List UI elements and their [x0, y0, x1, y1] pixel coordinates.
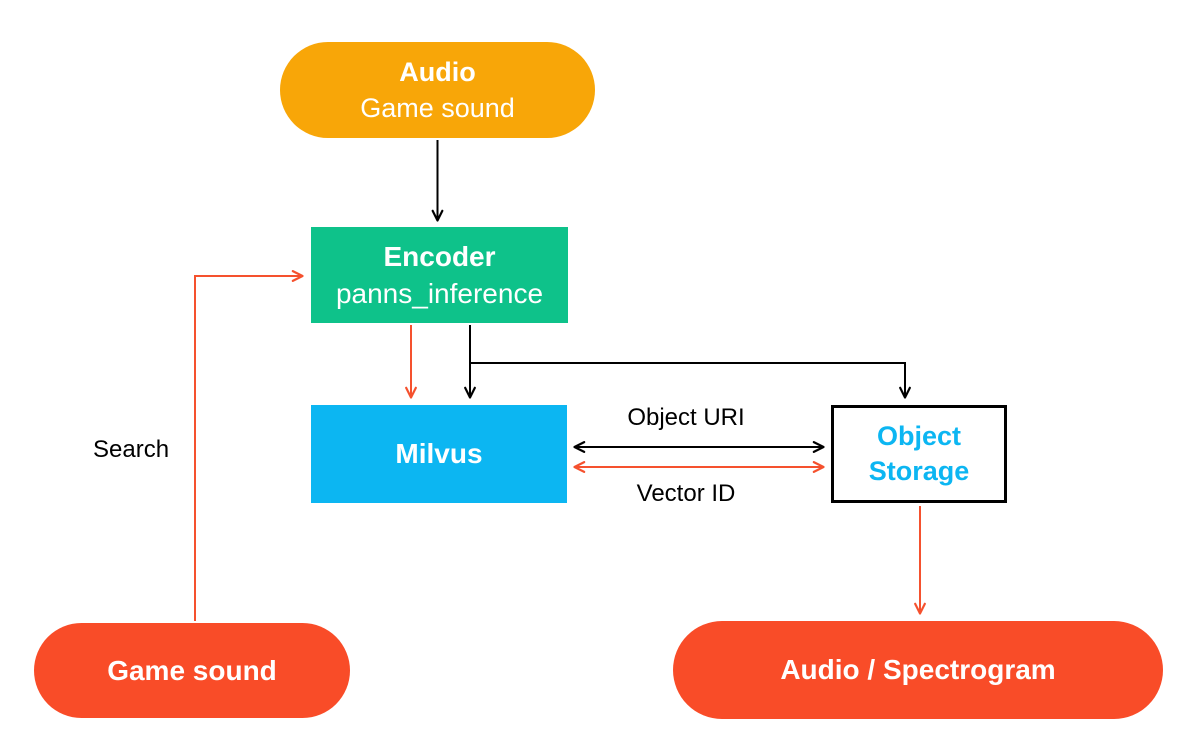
node-audio: Audio Game sound — [280, 42, 595, 138]
arrow-encoder-to-objectstorage — [470, 362, 911, 399]
node-object-storage-title: Object Storage — [868, 421, 970, 486]
arrow-search-gamesound-to-encoder — [194, 270, 304, 621]
node-audio-spectrogram: Audio / Spectrogram — [673, 621, 1163, 719]
node-milvus-title: Milvus — [395, 438, 483, 469]
node-game-sound: Game sound — [34, 623, 350, 718]
node-audio-subtitle: Game sound — [360, 93, 515, 123]
node-encoder: Encoder panns_inference — [311, 227, 568, 323]
node-object-storage: Object Storage — [831, 405, 1007, 503]
node-game-sound-title: Game sound — [107, 654, 277, 686]
node-encoder-title: Encoder — [383, 241, 496, 272]
node-milvus: Milvus — [311, 405, 567, 503]
edge-label-search: Search — [93, 436, 170, 463]
edge-label-vector-id: Vector ID — [636, 480, 736, 507]
node-audio-title: Audio — [399, 57, 476, 87]
node-encoder-subtitle: panns_inference — [335, 278, 544, 309]
edge-label-object-uri: Object URI — [627, 404, 745, 431]
node-audio-spectrogram-title: Audio / Spectrogram — [780, 654, 1056, 685]
